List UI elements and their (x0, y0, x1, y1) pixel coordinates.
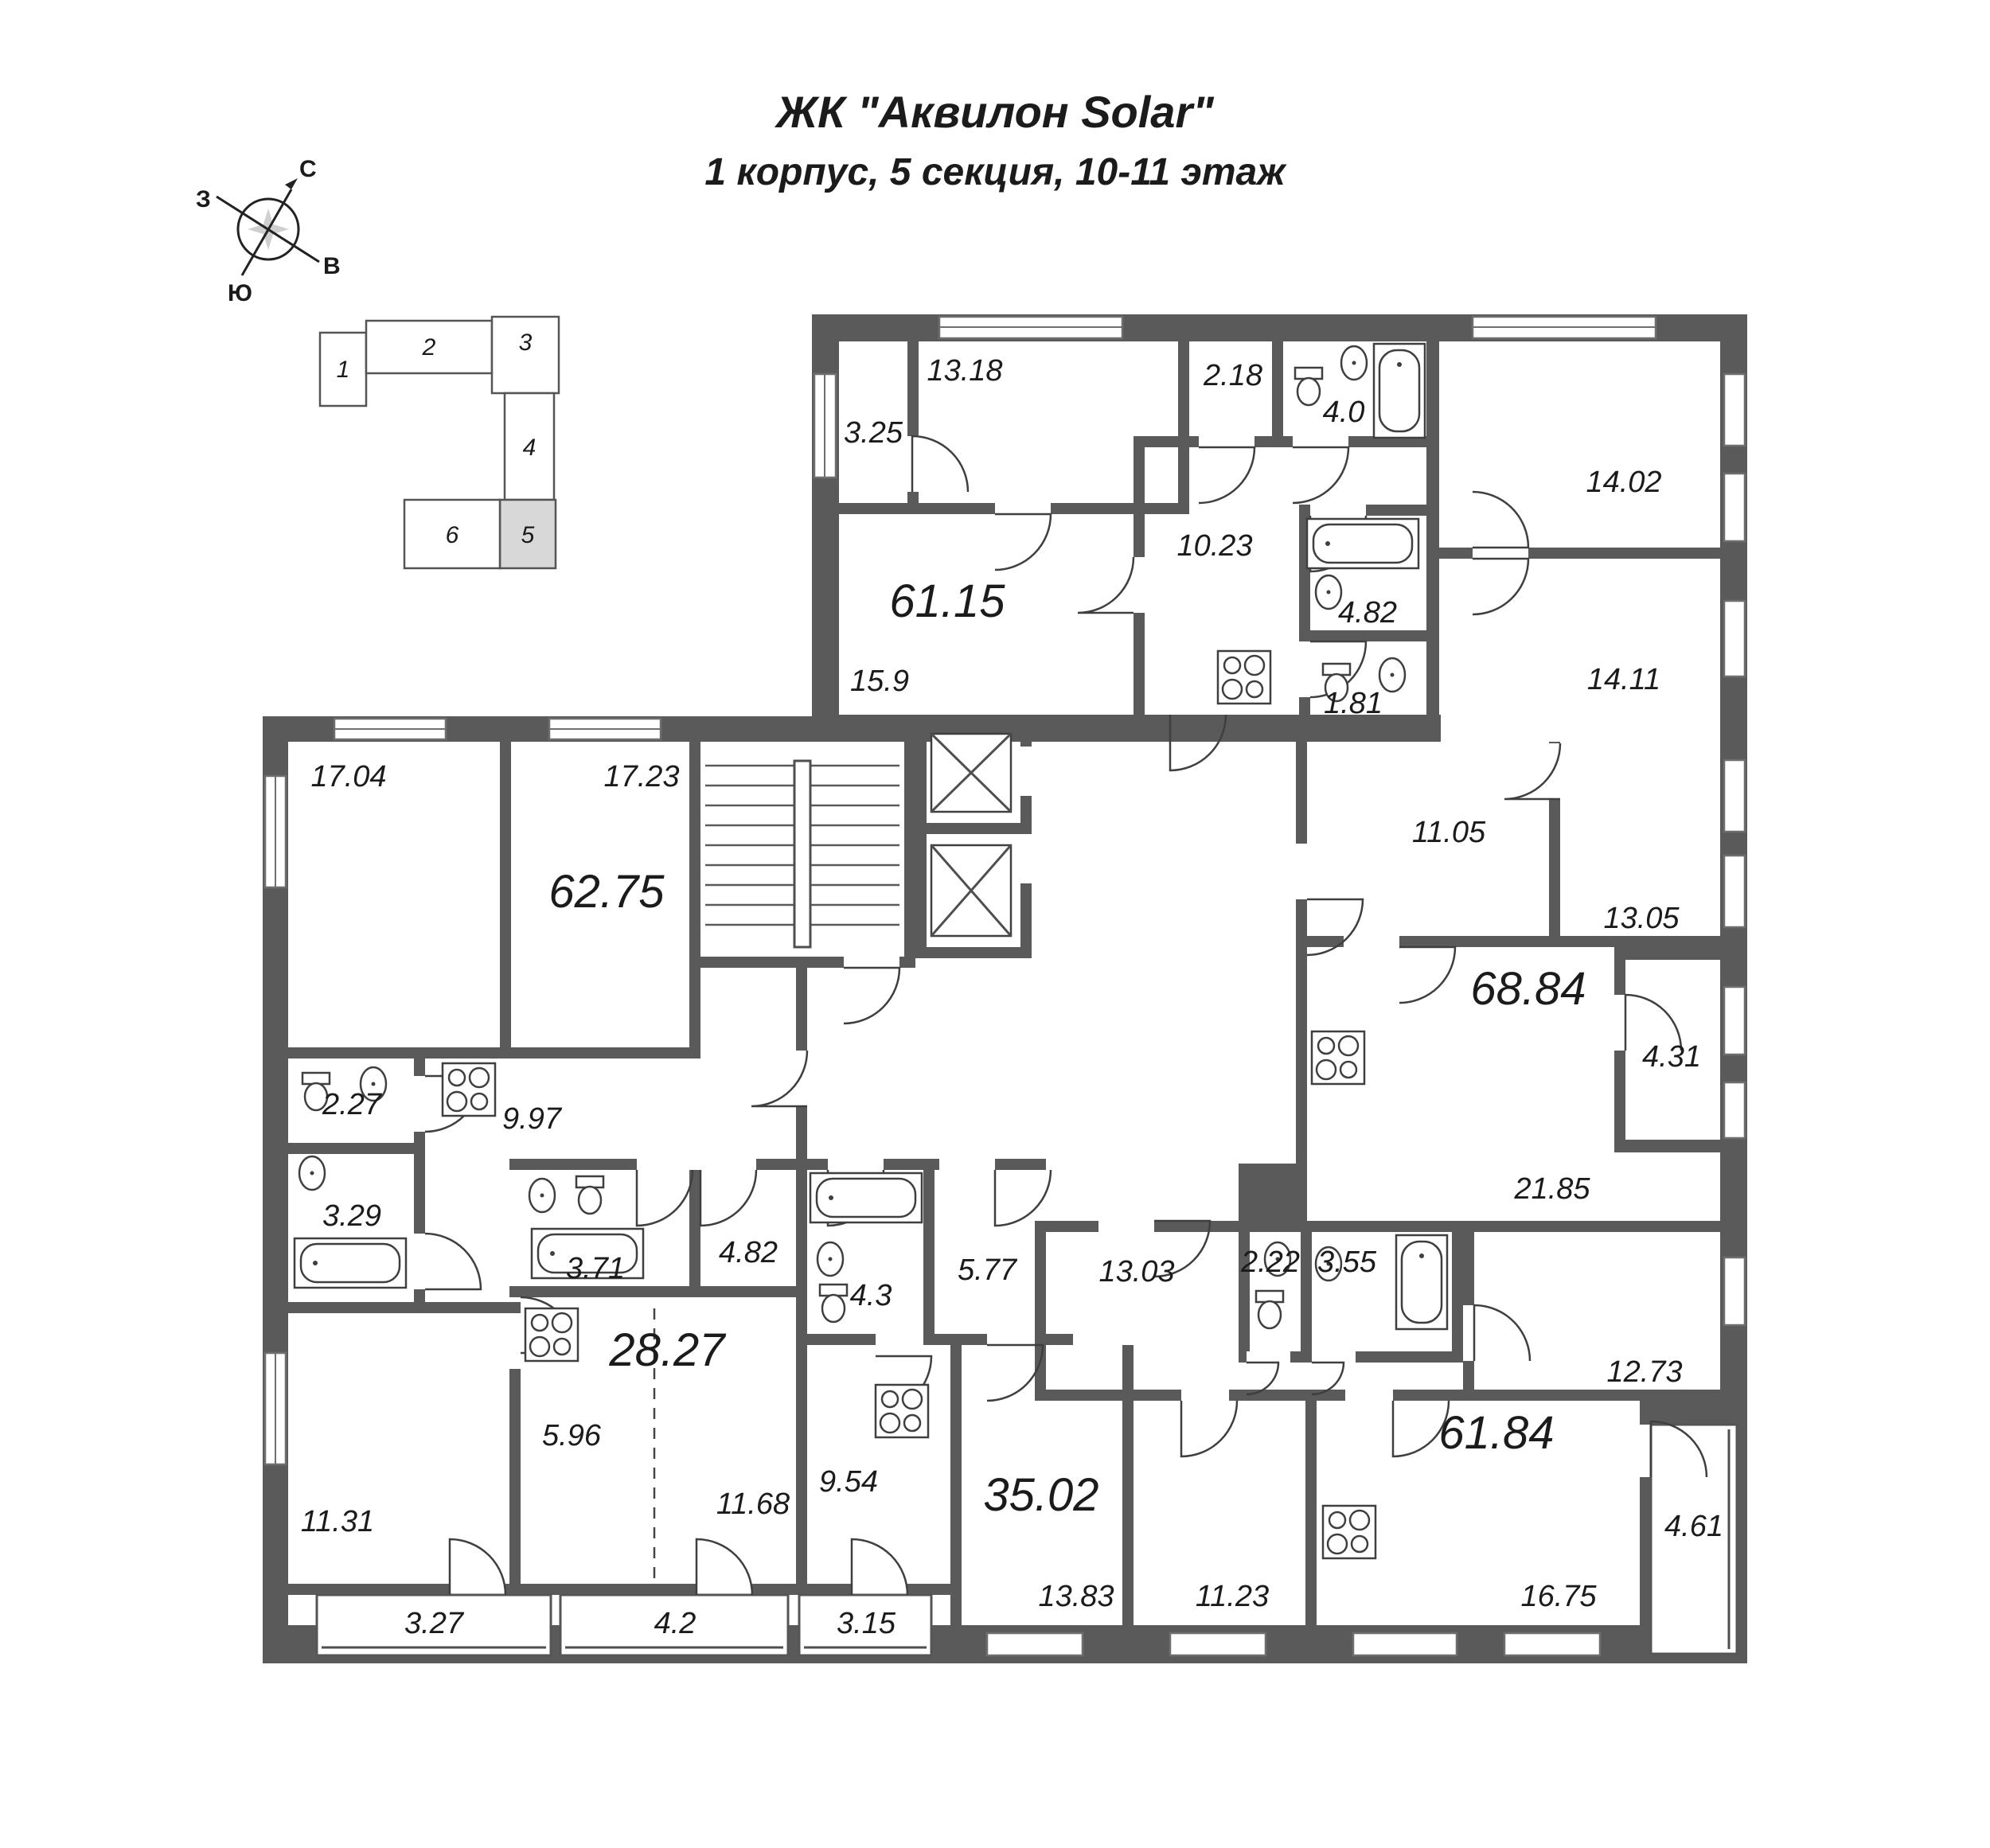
page-subtitle: 1 корпус, 5 секция, 10-11 этаж (704, 151, 1287, 193)
room-area-label: 21.85 (1513, 1172, 1590, 1206)
apartment-area-label: 61.15 (889, 575, 1005, 627)
room-area-label: 4.82 (1338, 596, 1397, 630)
toilet-icon (575, 1175, 605, 1215)
apartment-area-label: 28.27 (608, 1324, 727, 1376)
site-section-1 (318, 331, 368, 407)
room-area-label: 4.61 (1664, 1510, 1723, 1543)
room-area-label: 3.55 (1317, 1246, 1377, 1279)
compass-west-label: З (196, 186, 211, 212)
room-area-label: 2.18 (1203, 359, 1262, 392)
room-area-label: 4.0 (1323, 396, 1365, 429)
room-area-label: 13.05 (1603, 902, 1680, 935)
room-area-label: 13.83 (1038, 1580, 1114, 1613)
room-area-label: 14.11 (1587, 663, 1660, 696)
site-map-numbers: 1 2 3 4 5 6 (337, 329, 537, 548)
site-section-label: 5 (521, 522, 535, 548)
room-area-label: 3.25 (844, 416, 903, 450)
room-area-label: 11.68 (716, 1487, 790, 1521)
room-area-label: 11.31 (301, 1505, 374, 1538)
bathtub-icon (809, 1172, 923, 1224)
compass-north-label: С (299, 156, 317, 182)
compass-east-label: В (323, 253, 341, 279)
toilet-icon (1254, 1289, 1285, 1330)
site-section-6 (403, 498, 501, 570)
staircase (705, 759, 899, 949)
apartment-area-label: 62.75 (548, 866, 665, 918)
room-area-label: 9.54 (819, 1465, 878, 1499)
room-area-label: 11.05 (1412, 816, 1486, 849)
compass-icon: С З В Ю (196, 156, 341, 306)
room-area-label: 17.23 (603, 760, 679, 793)
site-section-label: 1 (337, 357, 350, 383)
apartment-area-label: 68.84 (1470, 963, 1586, 1015)
elevator-icon (930, 732, 1013, 813)
stove-icon (441, 1062, 497, 1117)
sink-icon (1340, 345, 1368, 381)
sink-icon (528, 1177, 556, 1214)
room-area-label: 14.02 (1586, 466, 1661, 499)
elevator-icon (930, 844, 1013, 938)
doors (424, 435, 1708, 1596)
room-area-label: 4.82 (719, 1236, 778, 1269)
room-area-label: 17.04 (310, 760, 386, 793)
compass-south-label: Ю (228, 280, 252, 306)
room-area-label: 5.96 (542, 1419, 602, 1452)
sink-icon (1378, 657, 1407, 693)
room-area-label: 5.77 (958, 1253, 1018, 1287)
room-area-label: 9.97 (502, 1102, 563, 1136)
room-area-label: 13.18 (927, 354, 1002, 388)
balconies (315, 1423, 1738, 1657)
room-area-label: 4.2 (654, 1607, 696, 1640)
page-title: ЖК "Аквилон Solar" (774, 87, 1215, 137)
site-section-5-highlighted (498, 498, 557, 570)
windows (263, 315, 1746, 1657)
stove-icon (1310, 1030, 1366, 1086)
toilet-icon (1294, 366, 1324, 407)
sink-icon (298, 1155, 326, 1191)
room-area-label: 4.31 (1642, 1040, 1701, 1074)
room-area-label: 2.27 (322, 1088, 383, 1121)
bathtub-icon (1372, 342, 1426, 439)
site-section-label: 3 (519, 329, 533, 356)
stove-icon (874, 1383, 930, 1439)
toilet-icon (818, 1283, 849, 1324)
room-area-label: 13.03 (1098, 1255, 1174, 1289)
sink-icon (816, 1241, 845, 1277)
site-section-label: 4 (523, 435, 537, 461)
room-area-label: 3.27 (404, 1607, 465, 1640)
bathtub-icon (1395, 1234, 1449, 1331)
room-area-label: 15.9 (850, 665, 909, 698)
room-area-label: 4.3 (850, 1279, 892, 1312)
room-area-label: 11.23 (1196, 1580, 1269, 1613)
room-area-label: 3.15 (837, 1607, 896, 1640)
room-area-label: 10.23 (1176, 529, 1252, 563)
stove-icon (1216, 649, 1272, 705)
site-section-label: 2 (422, 334, 436, 361)
room-area-label: 1.81 (1324, 687, 1383, 720)
area-labels: 61.15 62.75 68.84 28.27 35.02 61.84 13.1… (301, 354, 1723, 1640)
bathtub-icon (293, 1237, 408, 1289)
stove-icon (1321, 1504, 1377, 1560)
room-area-label: 16.75 (1520, 1580, 1597, 1613)
site-section-label: 6 (446, 522, 459, 548)
room-area-label: 12.73 (1606, 1355, 1682, 1389)
stove-icon (524, 1307, 579, 1363)
room-area-label: 3.71 (566, 1252, 625, 1285)
room-area-label: 3.29 (322, 1199, 381, 1233)
apartment-area-label: 61.84 (1438, 1407, 1554, 1459)
site-map (318, 315, 560, 570)
apartment-area-label: 35.02 (983, 1469, 1098, 1521)
room-area-label: 2.22 (1240, 1246, 1300, 1279)
bathtub-icon (1305, 517, 1420, 570)
